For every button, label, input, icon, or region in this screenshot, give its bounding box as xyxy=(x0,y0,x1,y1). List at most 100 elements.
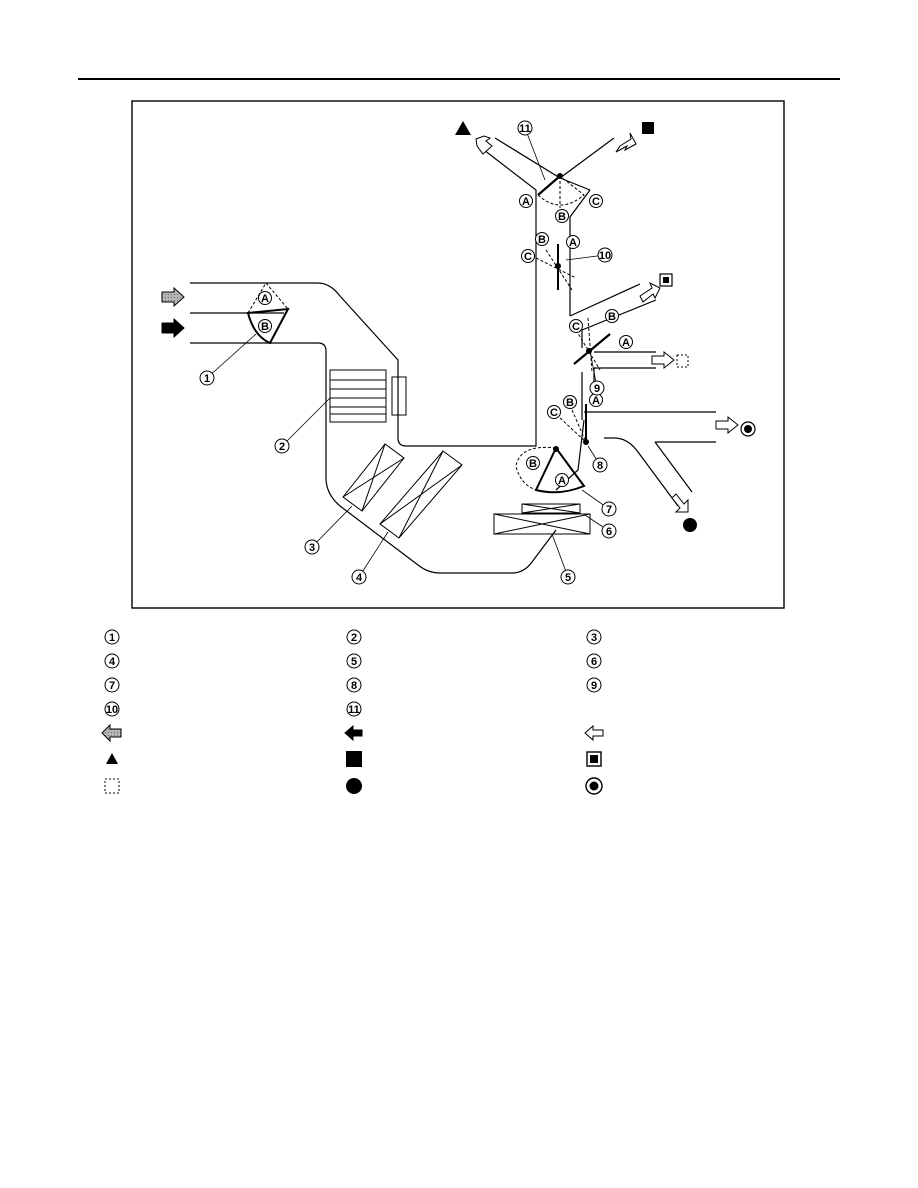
legend-white-air-arrow-icon xyxy=(584,724,604,742)
component-callouts: 1 2 3 4 5 6 7 8 9 10 11 xyxy=(199,120,617,585)
svg-text:B: B xyxy=(261,321,269,333)
svg-text:B: B xyxy=(608,311,616,323)
svg-text:2: 2 xyxy=(351,632,357,644)
legend-number-5: 5 xyxy=(346,653,362,669)
legend-number-1: 1 xyxy=(104,629,120,645)
door-label-c: C xyxy=(589,194,603,208)
svg-text:C: C xyxy=(524,251,532,263)
outlet-arrow-foot-icon xyxy=(671,493,689,513)
legend-gray-air-arrow-icon xyxy=(101,723,122,743)
door-label-a: A xyxy=(566,235,580,249)
svg-text:A: A xyxy=(569,237,577,249)
door-label-a: A xyxy=(589,393,603,407)
svg-text:A: A xyxy=(261,293,269,305)
door-label-c: C xyxy=(547,405,561,419)
callout-7: 7 xyxy=(601,501,617,517)
outlet-arrow-upper-right-icon xyxy=(615,132,637,153)
svg-text:B: B xyxy=(538,234,546,246)
dashed-square-outlet-icon xyxy=(676,354,689,368)
inlet-arrows xyxy=(161,286,185,339)
legend-number-10: 10 xyxy=(104,701,120,717)
blower-unit xyxy=(329,369,407,423)
gray-inlet-arrow-icon xyxy=(161,286,185,308)
circle-outlet-icon xyxy=(683,518,697,532)
legend-square-icon xyxy=(346,751,362,767)
black-inlet-arrow-icon xyxy=(161,317,185,339)
door-label-b: B xyxy=(526,456,540,470)
svg-text:11: 11 xyxy=(348,704,360,716)
svg-text:1: 1 xyxy=(204,373,210,385)
callout-5: 5 xyxy=(560,569,576,585)
square-outlet-icon xyxy=(642,122,654,134)
door-label-b: B xyxy=(605,309,619,323)
svg-text:A: A xyxy=(592,395,600,407)
svg-text:3: 3 xyxy=(591,632,597,644)
outlet-arrow-side-icon xyxy=(639,281,661,303)
callout-6: 6 xyxy=(601,523,617,539)
legend-dashed-square-icon xyxy=(104,778,120,794)
svg-text:C: C xyxy=(592,196,600,208)
callout-8: 8 xyxy=(592,457,608,473)
svg-text:7: 7 xyxy=(109,680,115,692)
svg-text:C: C xyxy=(572,321,580,333)
callout-3: 3 xyxy=(304,539,320,555)
svg-text:A: A xyxy=(522,196,530,208)
svg-text:4: 4 xyxy=(356,572,363,584)
legend: 1 2 3 4 5 6 7 8 9 10 11 xyxy=(101,629,604,795)
svg-text:9: 9 xyxy=(594,383,600,395)
callout-11: 11 xyxy=(517,120,533,136)
svg-text:10: 10 xyxy=(106,704,118,716)
air-mix-door xyxy=(515,446,586,494)
svg-text:1: 1 xyxy=(109,632,115,644)
svg-text:5: 5 xyxy=(351,656,357,668)
upper-door xyxy=(537,173,585,208)
door-label-c: C xyxy=(569,319,583,333)
svg-text:2: 2 xyxy=(279,441,285,453)
svg-text:9: 9 xyxy=(591,680,597,692)
triangle-outlet-icon xyxy=(455,121,471,135)
intake-door xyxy=(246,282,290,345)
door-label-b: B xyxy=(563,395,577,409)
outlet-arrow-upper-left-icon xyxy=(475,135,493,155)
outlet-arrow-ring-icon xyxy=(715,415,739,435)
legend-number-8: 8 xyxy=(346,677,362,693)
legend-black-air-arrow-icon xyxy=(344,724,363,742)
door-label-a: A xyxy=(258,291,272,305)
svg-text:B: B xyxy=(558,211,566,223)
svg-text:A: A xyxy=(622,337,630,349)
callout-4: 4 xyxy=(351,569,367,585)
door-label-b: B xyxy=(258,319,272,333)
outlet-arrow-dashed-icon xyxy=(651,350,675,370)
svg-text:5: 5 xyxy=(565,572,571,584)
legend-number-9: 9 xyxy=(586,677,602,693)
door-label-b: B xyxy=(535,232,549,246)
legend-triangle-icon xyxy=(106,753,118,764)
page-header-rule xyxy=(78,78,840,80)
mode-door-10 xyxy=(535,244,577,291)
svg-text:A: A xyxy=(558,475,566,487)
callout-2: 2 xyxy=(274,438,290,454)
legend-number-2: 2 xyxy=(346,629,362,645)
legend-framed-square-icon xyxy=(586,751,602,767)
svg-text:10: 10 xyxy=(599,250,611,262)
legend-number-4: 4 xyxy=(104,653,120,669)
mode-door-9 xyxy=(573,317,611,373)
svg-text:3: 3 xyxy=(309,542,315,554)
svg-text:11: 11 xyxy=(519,123,531,135)
diagram-frame xyxy=(131,100,785,609)
legend-number-6: 6 xyxy=(586,653,602,669)
svg-text:7: 7 xyxy=(606,504,612,516)
evaporator-blocks xyxy=(342,443,463,539)
legend-number-3: 3 xyxy=(586,629,602,645)
svg-text:C: C xyxy=(550,407,558,419)
svg-text:8: 8 xyxy=(597,460,603,472)
heater-core xyxy=(493,503,591,535)
svg-text:B: B xyxy=(566,397,574,409)
duct-walls xyxy=(190,137,716,574)
legend-number-7: 7 xyxy=(104,677,120,693)
outlet-arrows xyxy=(475,132,739,513)
svg-text:8: 8 xyxy=(351,680,357,692)
door-label-a: A xyxy=(555,473,569,487)
